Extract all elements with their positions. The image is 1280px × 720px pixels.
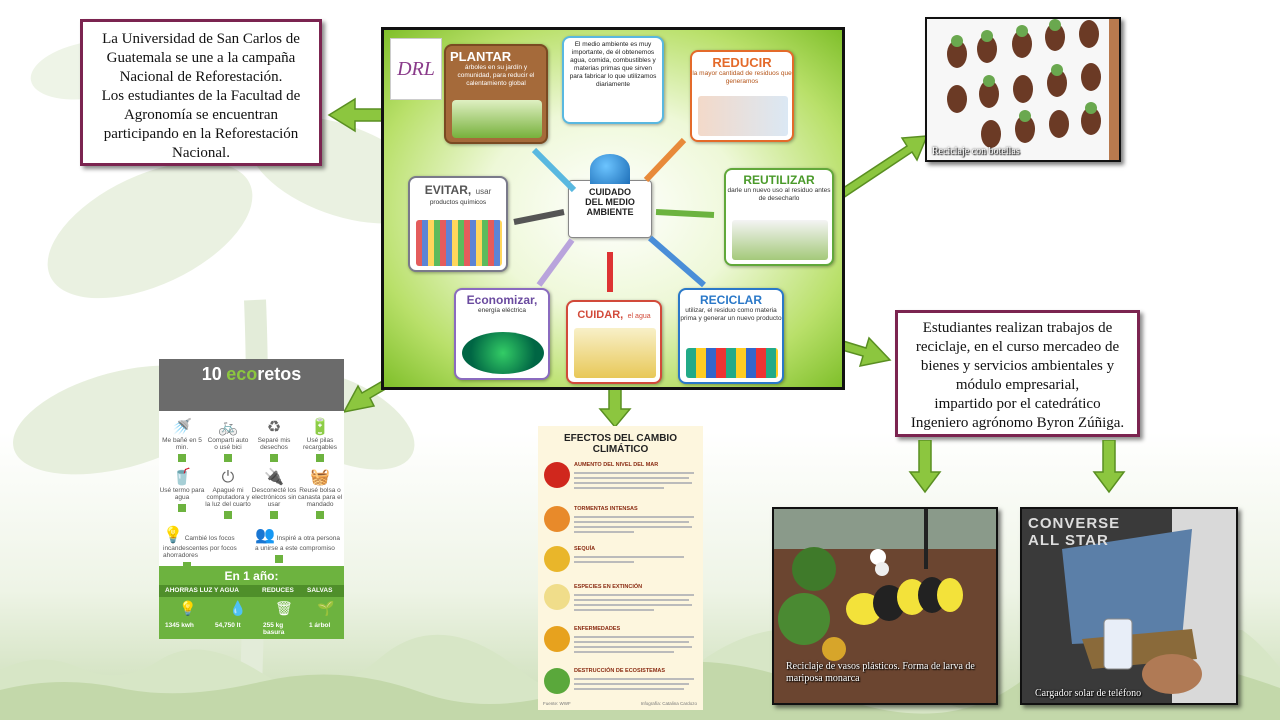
- drl-logo: DRL: [390, 38, 442, 100]
- ecoreto-item: 🚿Me bañé en 5 min.: [159, 419, 205, 462]
- globe-icon: [590, 154, 630, 184]
- center-badge: CUIDADO DEL MEDIO AMBIENTE: [568, 180, 652, 238]
- economizar-card: Economizar, energía eléctrica: [454, 288, 550, 380]
- basket-icon: 🧺: [310, 469, 330, 486]
- plug-icon: 🔌: [264, 469, 284, 486]
- recycling-course-line: Ingeniero agrónomo Byron Zúñiga.: [910, 415, 1125, 431]
- arrow-to-larva-photo: [908, 440, 942, 494]
- plug-image: [462, 332, 544, 374]
- ecoretos-word: retos: [257, 364, 302, 384]
- ecoreto-item: ♻Separé mis desechos: [251, 419, 297, 462]
- bulb-icon: 💡: [163, 527, 183, 544]
- charger-caption: Cargador solar de teléfono: [1035, 688, 1142, 699]
- reutilizar-card: REUTILIZAR darle un nuevo uso al residuo…: [724, 168, 834, 266]
- climate-title: EFECTOS DEL CAMBIO CLIMÁTICO: [564, 433, 677, 455]
- storm-icon: [544, 506, 570, 532]
- battery-icon: 🔋: [310, 419, 330, 436]
- reforestation-line: Guatemala se une a la campaña: [106, 50, 296, 66]
- ecoreto-item: 🔌Desconecté los electrónicos sin usar: [251, 469, 297, 519]
- larva-caption: Reciclaje de vasos plásticos. Forma de l…: [786, 661, 975, 684]
- drought-icon: [544, 546, 570, 572]
- savings-row: AHORRAS LUZ Y AGUA REDUCES SALVAS: [159, 585, 344, 597]
- reducir-card: REDUCIR la mayor cantidad de residuos qu…: [690, 50, 794, 142]
- reforestation-line: participando en la Reforestación: [103, 126, 299, 142]
- reforestation-line: Los estudiantes de la Facultad de: [101, 88, 301, 104]
- ecoreto-item: 💡 Cambié los focos incandescentes por fo…: [163, 527, 243, 570]
- reforestation-text-box: La Universidad de San Carlos de Guatemal…: [80, 19, 322, 166]
- reutilizar-image: [732, 220, 828, 260]
- reciclar-card: RECICLAR utilizar, el residuo como mater…: [678, 288, 784, 384]
- planting-image: [452, 100, 542, 138]
- year-heading: En 1 año:: [224, 569, 279, 583]
- sea-level-icon: [544, 462, 570, 488]
- people-icon: 👥: [255, 527, 275, 544]
- recycling-course-line: bienes y servicios ambientales y: [920, 358, 1115, 374]
- bottle-planters-image: [927, 19, 1119, 160]
- reforestation-line: Nacional.: [172, 145, 230, 161]
- arrow-to-climate: [598, 385, 632, 429]
- climate-credit: Infografía: Catalina Cardozo: [640, 701, 697, 706]
- recycling-course-line: Estudiantes realizan trabajos de: [922, 320, 1113, 336]
- ecoretos-eco: eco: [226, 364, 258, 384]
- reforestation-line: La Universidad de San Carlos de: [102, 31, 300, 47]
- shower-icon: 🚿: [172, 419, 192, 436]
- solar-charger-image: [1022, 509, 1236, 703]
- ecoreto-item: 👥 Inspiré a otra persona a unirse a este…: [255, 527, 341, 563]
- ecoreto-item: 🧺Reusé bolsa o canasta para el mandado: [297, 469, 343, 519]
- arrow-to-bottles: [829, 135, 929, 203]
- ecoretos-header: 10 ecoretos: [159, 359, 344, 411]
- recycling-course-line: reciclaje, en el curso mercadeo de: [915, 339, 1120, 355]
- ecoretos-number: 10: [201, 364, 222, 384]
- thermos-icon: 🥤: [172, 469, 192, 486]
- faucet-image: [574, 328, 656, 378]
- ecoretos-footer: En 1 año: AHORRAS LUZ Y AGUA REDUCES SAL…: [159, 566, 344, 639]
- bicycle-icon: 🚲: [218, 419, 238, 436]
- arrow-to-charger-photo: [1092, 440, 1126, 494]
- reducir-image: [698, 96, 788, 136]
- bins-image: [686, 348, 778, 378]
- ecoreto-item: 🥤Usé termo para agua: [159, 469, 205, 512]
- extinction-icon: [544, 584, 570, 610]
- recycling-course-line: módulo empresarial,: [955, 377, 1080, 393]
- recycling-course-text-box: Estudiantes realizan trabajos de recicla…: [895, 310, 1140, 437]
- ecoreto-item: 🔋Usé pilas recargables: [297, 419, 343, 462]
- plantar-card: PLANTAR árboles en su jardín y comunidad…: [444, 44, 548, 144]
- medio-ambiente-card: El medio ambiente es muy importante, de …: [562, 36, 664, 124]
- bottles-photo: Reciclaje con botellas: [925, 17, 1121, 162]
- recycling-course-line: impartido por el catedrático: [934, 396, 1101, 412]
- power-icon: ⏻: [221, 469, 235, 486]
- recycle-icon: ♻: [266, 419, 282, 436]
- ecoreto-item: ⏻Apagué mi computadora y la luz del cuar…: [205, 469, 251, 519]
- larva-image: [774, 509, 996, 703]
- disease-icon: [544, 626, 570, 652]
- climate-change-infographic: EFECTOS DEL CAMBIO CLIMÁTICO AUMENTO DEL…: [538, 426, 703, 710]
- climate-source: Fuente: WWF: [543, 701, 571, 706]
- reforestation-line: Nacional de Reforestación.: [119, 69, 283, 85]
- ecoreto-item: 🚲Comparti auto o usé bici: [205, 419, 251, 462]
- larva-photo: Reciclaje de vasos plásticos. Forma de l…: [772, 507, 998, 705]
- ecosystem-icon: [544, 668, 570, 694]
- chemicals-image: [416, 220, 502, 266]
- reforestation-line: Agronomía se encuentran: [123, 107, 279, 123]
- evitar-card: EVITAR, usar productos químicos: [408, 176, 508, 272]
- cuidar-card: CUIDAR, el agua: [566, 300, 662, 384]
- poster-arrows: [513, 137, 715, 292]
- bottles-caption: Reciclaje con botellas: [932, 146, 1020, 157]
- ecoretos-infographic: 10 ecoretos 🚿Me bañé en 5 min. 🚲Comparti…: [159, 359, 344, 639]
- environment-care-poster: DRL PLANTAR árboles en su jardín y comun…: [381, 27, 845, 390]
